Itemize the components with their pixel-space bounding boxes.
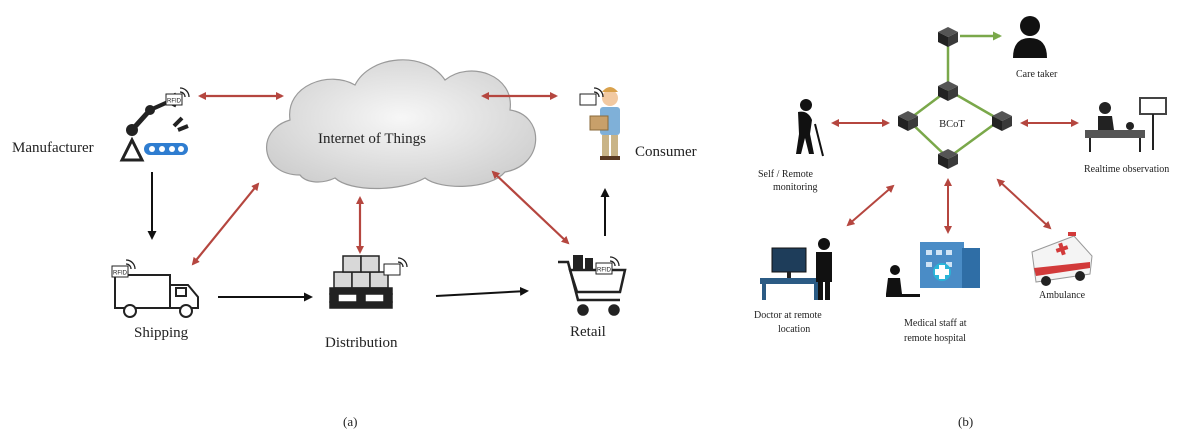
doctor-node: Doctor at remote location bbox=[754, 238, 832, 335]
walking-elder-icon bbox=[796, 99, 824, 157]
rfid-tag-icon: RFID bbox=[111, 259, 136, 278]
distribution-label: Distribution bbox=[325, 335, 398, 351]
chain-link bbox=[947, 118, 1001, 160]
consumer-label: Consumer bbox=[635, 144, 697, 160]
rfid-text: RFID bbox=[167, 99, 182, 105]
consumer-node: Consumer bbox=[579, 87, 697, 160]
retail-node: RFID Retail bbox=[558, 255, 627, 340]
person-box-icon bbox=[589, 87, 620, 160]
robot-arm-icon bbox=[119, 92, 189, 162]
link-bcot-doctor bbox=[846, 184, 895, 227]
manufacturer-label: Manufacturer bbox=[12, 140, 94, 156]
cloud-label: Internet of Things bbox=[318, 131, 426, 147]
doctor-label-2: location bbox=[778, 324, 810, 335]
rfid-tag-icon: RFID bbox=[165, 87, 190, 106]
iot-links bbox=[191, 92, 570, 266]
doctor-desk-icon bbox=[760, 238, 832, 300]
caretaker-node: Care taker bbox=[1013, 16, 1058, 80]
panel-b: BCoT Care taker Self / Remote bbox=[754, 16, 1169, 429]
hospital-node: Medical staff at remote hospital bbox=[886, 242, 980, 344]
blockchain-blocks: BCoT bbox=[898, 27, 1012, 169]
realtime-label: Realtime observation bbox=[1084, 164, 1169, 175]
manufacturer-node: RFID Manufacturer bbox=[12, 87, 190, 162]
doctor-label-1: Doctor at remote bbox=[754, 310, 822, 321]
block-cube-icon bbox=[938, 27, 958, 47]
hospital-icon bbox=[886, 242, 980, 297]
distribution-node: Distribution bbox=[325, 255, 408, 351]
rfid-tag-icon bbox=[383, 257, 408, 276]
block-cube-icon bbox=[992, 111, 1012, 131]
caretaker-label: Care taker bbox=[1016, 69, 1058, 80]
bcot-label: BCoT bbox=[939, 119, 965, 130]
shipping-node: RFID Shipping bbox=[111, 259, 199, 341]
ambulance-label: Ambulance bbox=[1039, 290, 1086, 301]
self-monitoring-node: Self / Remote monitoring bbox=[758, 99, 824, 193]
rfid-text: RFID bbox=[113, 271, 128, 277]
link-bcot-ambulance bbox=[996, 178, 1052, 230]
self-monitoring-label-1: Self / Remote bbox=[758, 169, 814, 180]
shipping-label: Shipping bbox=[134, 325, 189, 341]
rfid-text: RFID bbox=[597, 268, 612, 274]
medical-label-1: Medical staff at bbox=[904, 318, 967, 329]
supply-flow bbox=[147, 172, 610, 302]
block-cube-icon bbox=[938, 81, 958, 101]
link-cloud-shipping bbox=[191, 182, 260, 266]
medical-label-2: remote hospital bbox=[904, 333, 966, 344]
user-avatar-icon bbox=[1013, 16, 1047, 58]
ambulance-icon bbox=[1031, 232, 1093, 286]
pallet-boxes-icon bbox=[329, 255, 393, 309]
link-cloud-retail bbox=[491, 170, 570, 245]
flow-distribution-retail bbox=[435, 286, 529, 297]
self-monitoring-label-2: monitoring bbox=[773, 182, 817, 193]
caption-b: (b) bbox=[958, 414, 973, 429]
rfid-tag-icon: RFID bbox=[595, 256, 620, 275]
realtime-node: Realtime observation bbox=[1084, 97, 1169, 175]
panel-a: Internet of Things bbox=[12, 59, 697, 429]
truck-icon bbox=[114, 274, 199, 318]
ambulance-node: Ambulance bbox=[1031, 232, 1093, 301]
rfid-tag-icon bbox=[579, 87, 604, 106]
bcot-links bbox=[831, 119, 1079, 234]
iot-cloud: Internet of Things bbox=[266, 59, 537, 190]
caption-a: (a) bbox=[343, 414, 357, 429]
patient-monitor-icon bbox=[1085, 97, 1167, 152]
retail-label: Retail bbox=[570, 324, 606, 340]
shopping-cart-icon bbox=[558, 255, 627, 316]
